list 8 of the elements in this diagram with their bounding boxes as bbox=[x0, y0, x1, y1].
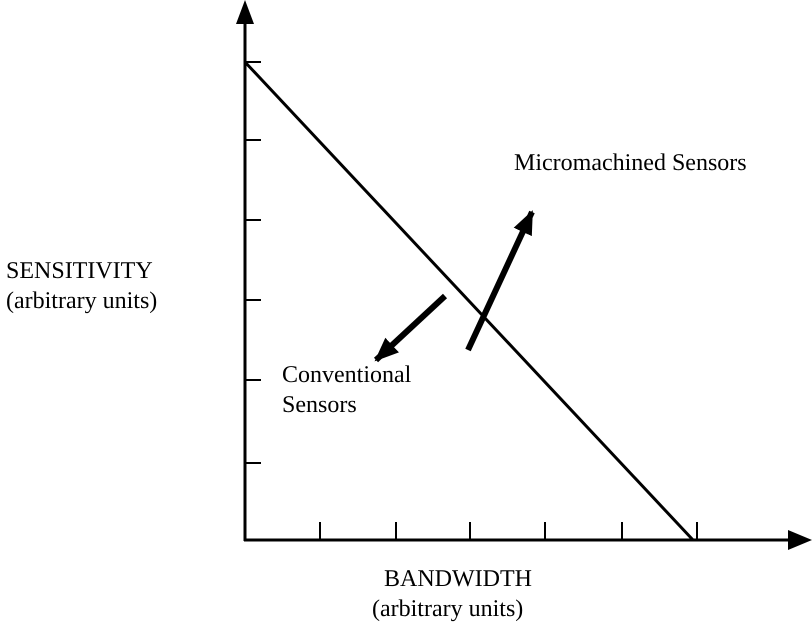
arrow bbox=[465, 210, 535, 352]
axis-unit-label: (arbitrary units) bbox=[6, 287, 158, 316]
axis-title: BANDWIDTH bbox=[384, 565, 532, 594]
axis-unit-label: (arbitrary units) bbox=[372, 595, 524, 624]
sensor-label: Conventional Sensors bbox=[282, 361, 412, 420]
arrow bbox=[374, 294, 448, 362]
axis-title: SENSITIVITY bbox=[6, 257, 153, 286]
sensor-label: Micromachined Sensors bbox=[514, 149, 747, 178]
